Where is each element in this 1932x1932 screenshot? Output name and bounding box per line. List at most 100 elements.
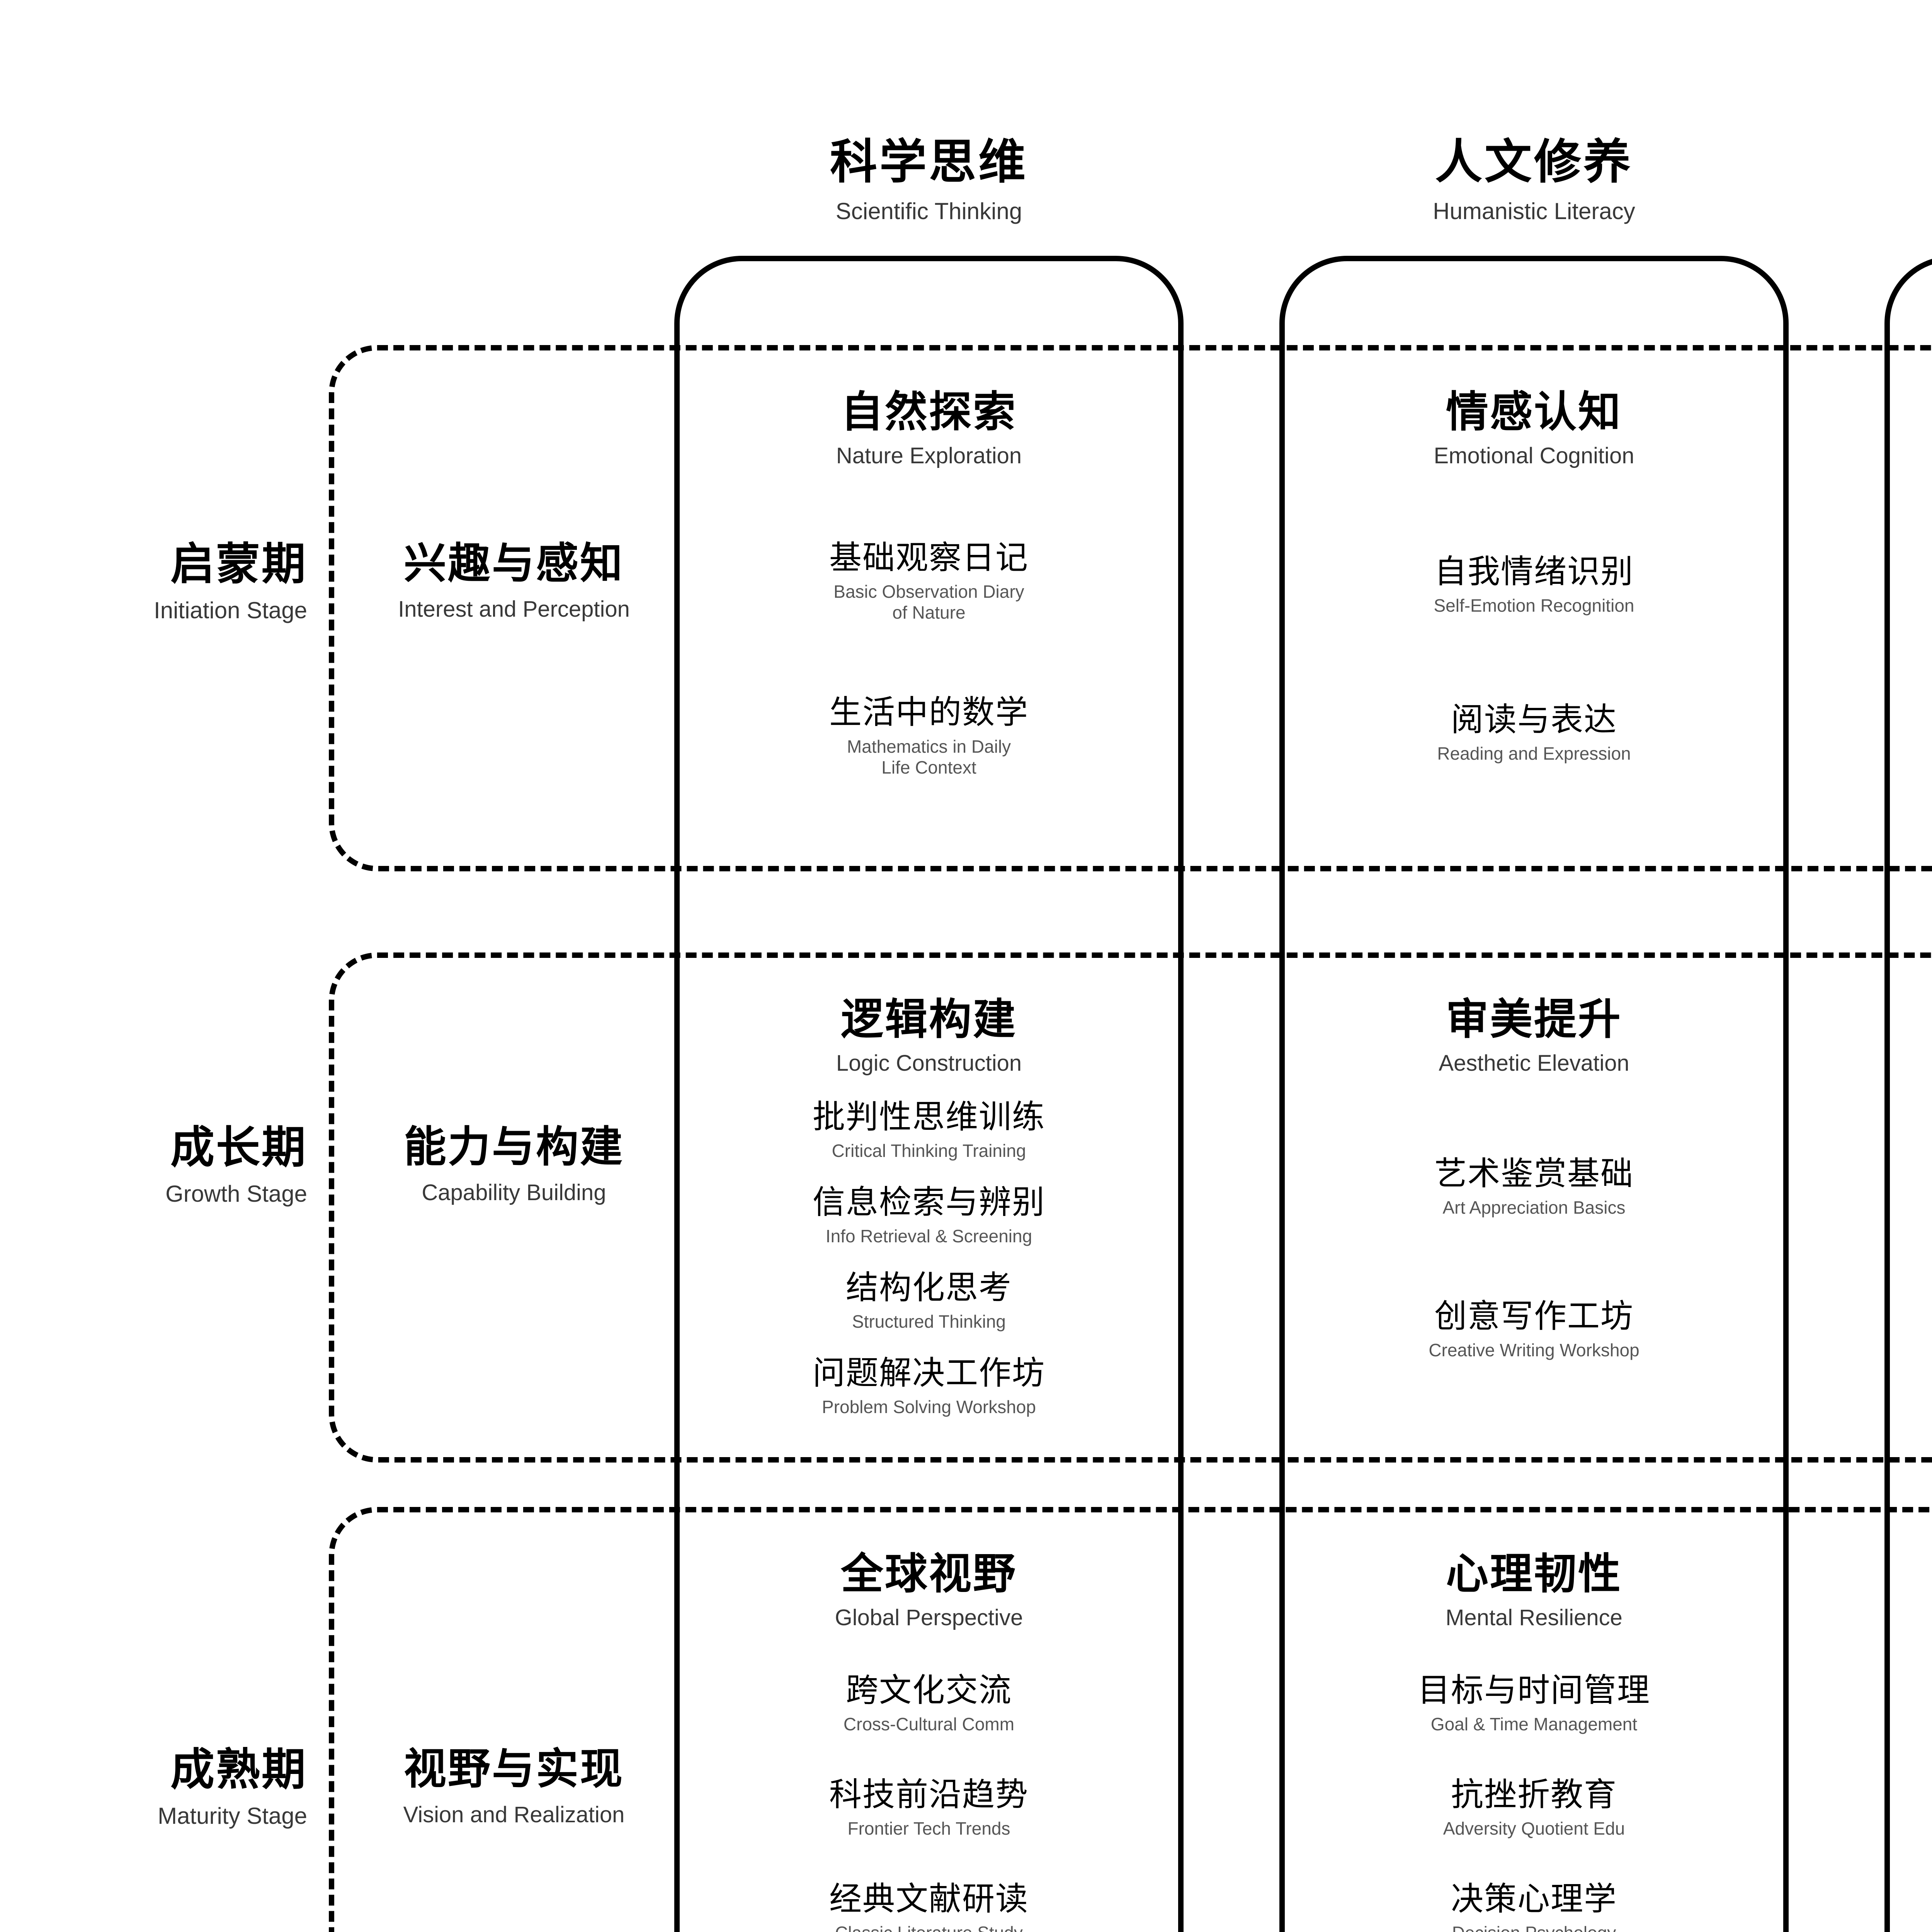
cell-item-list: 目标与时间管理 Goal & Time Management 抗挫折教育 Advers… — [1291, 1630, 1777, 1932]
item-en: Cross-Cultural Comm — [843, 1714, 1015, 1734]
cell-item-list: 自我情绪识别 Self-Emotion Recognition 阅读与表达 Readi… — [1291, 468, 1777, 849]
item-zh: 批判性思维训练 — [812, 1098, 1045, 1135]
item-en: Creative Writing Workshop — [1429, 1340, 1639, 1360]
cell-title-en: Logic Construction — [836, 1051, 1022, 1076]
item-en: Self-Emotion Recognition — [1434, 595, 1634, 616]
item-zh: 跨文化交流 — [845, 1672, 1012, 1708]
item-zh: 问题解决工作坊 — [812, 1354, 1045, 1391]
column-header-scientific-thinking: 科学思维 Scientific Thinking — [674, 136, 1184, 224]
column-header-social-responsibility: 社会责任Social Responsibility — [1884, 136, 1932, 224]
stage-label-zh: 成熟期 — [170, 1745, 307, 1794]
cell-social-responsibility-growth: 团队实践Team Practice演讲与辩论Speech and Debate校… — [1896, 996, 1932, 1440]
cell-title: 逻辑构建 Logic Construction — [836, 996, 1022, 1076]
cell-title-zh: 全球视野 — [841, 1550, 1017, 1598]
item-zh: 阅读与表达 — [1451, 701, 1617, 738]
cell-item-list: 艺术鉴赏基础 Art Appreciation Basics 创意写作工坊 Creat… — [1291, 1076, 1777, 1440]
item-zh: 信息检索与辨别 — [812, 1184, 1045, 1220]
cell-item: 艺术鉴赏基础 Art Appreciation Basics — [1434, 1155, 1634, 1218]
cell-item-list: 批判性思维训练 Critical Thinking Training 信息检索与辨别… — [686, 1076, 1172, 1440]
cell-title-zh: 审美提升 — [1446, 996, 1622, 1043]
item-zh: 抗挫折教育 — [1451, 1776, 1617, 1813]
cell-title-en: Aesthetic Elevation — [1439, 1051, 1629, 1076]
cell-humanistic-literacy-growth: 审美提升 Aesthetic Elevation 艺术鉴赏基础 Art Appreci… — [1291, 996, 1777, 1440]
item-zh: 目标与时间管理 — [1417, 1672, 1650, 1708]
row-band-maturity — [329, 1507, 1932, 1932]
column-header-en: Humanistic Literacy — [1433, 198, 1635, 224]
cell-item: 经典文献研读 Classic Literature Study — [829, 1881, 1029, 1932]
column-header-en: Scientific Thinking — [835, 198, 1022, 224]
cell-item: 阅读与表达 Reading and Expression — [1437, 701, 1631, 764]
item-en: Reading and Expression — [1437, 743, 1631, 764]
cell-item-list: 礼仪与规范Etiquette and Norms什么是分享与合作What is … — [1896, 468, 1932, 849]
item-zh: 生活中的数学 — [829, 694, 1029, 731]
item-en: Critical Thinking Training — [832, 1140, 1026, 1161]
item-en: Structured Thinking — [852, 1311, 1006, 1332]
item-en: Classic Literature Study — [829, 1922, 1029, 1932]
column-header-en: Social Responsibility — [1884, 199, 1932, 224]
cell-item: 科技前沿趋势 Frontier Tech Trends — [829, 1776, 1029, 1839]
item-en: Decision Psychology — [1451, 1922, 1617, 1932]
cell-item: 基础观察日记 Basic Observation Diary of Nature — [829, 539, 1029, 623]
item-zh: 自我情绪识别 — [1434, 553, 1634, 590]
item-zh: 基础观察日记 — [829, 539, 1029, 576]
row-band-initiation — [329, 345, 1932, 871]
theme-label-en: Interest and Perception — [398, 597, 630, 622]
theme-label-zh: 兴趣与感知 — [404, 540, 624, 587]
item-zh: 艺术鉴赏基础 — [1434, 1155, 1634, 1192]
cell-item-list: 社会创新方案Social Innovation PlanPBL项目式学习Proj… — [1896, 1630, 1932, 1932]
item-en: Frontier Tech Trends — [847, 1818, 1010, 1838]
cell-item: 生活中的数学 Mathematics in Daily Life Context — [829, 694, 1029, 778]
cell-social-responsibility-maturity: 综合创变Integrative Innovation社会创新方案Social I… — [1896, 1550, 1932, 1932]
stage-label-zh: 启蒙期 — [170, 540, 307, 589]
item-en: Problem Solving Workshop — [822, 1396, 1036, 1417]
cell-item-list: 基础观察日记 Basic Observation Diary of Nature 生… — [686, 468, 1172, 849]
item-en: Art Appreciation Basics — [1442, 1197, 1626, 1218]
cell-scientific-thinking-growth: 逻辑构建 Logic Construction 批判性思维训练 Critical Th… — [686, 996, 1172, 1440]
cell-title-zh: 心理韧性 — [1446, 1550, 1622, 1598]
pillar-humanistic-literacy — [1279, 256, 1789, 1932]
cell-item: 批判性思维训练 Critical Thinking Training — [813, 1099, 1045, 1161]
pillar-scientific-thinking — [674, 256, 1184, 1932]
item-zh: 科技前沿趋势 — [829, 1776, 1029, 1813]
item-zh: 结构化思考 — [845, 1269, 1012, 1306]
item-zh: 创意写作工坊 — [1434, 1298, 1634, 1334]
cell-item: 目标与时间管理 Goal & Time Management — [1418, 1672, 1650, 1735]
cell-item: 自我情绪识别 Self-Emotion Recognition — [1434, 553, 1634, 616]
cell-item: 创意写作工坊 Creative Writing Workshop — [1429, 1298, 1639, 1361]
cell-title-zh: 逻辑构建 — [841, 996, 1017, 1043]
item-zh: 决策心理学 — [1451, 1880, 1617, 1917]
cell-item: 抗挫折教育 Adversity Quotient Edu — [1443, 1776, 1625, 1839]
row-band-growth — [329, 952, 1932, 1463]
theme-label-en: Vision and Realization — [403, 1802, 625, 1827]
cell-item: 决策心理学 Decision Psychology — [1451, 1881, 1617, 1932]
item-en: Goal & Time Management — [1430, 1714, 1638, 1734]
stage-label-growth: 成长期 Growth Stage — [0, 1124, 307, 1207]
stage-label-maturity: 成熟期 Maturity Stage — [0, 1746, 307, 1829]
cell-item: 结构化思考 Structured Thinking — [846, 1269, 1012, 1332]
theme-label-en: Capability Building — [422, 1180, 606, 1205]
column-header-zh: 科学思维 — [830, 136, 1028, 188]
stage-label-en: Initiation Stage — [154, 597, 307, 624]
stage-label-en: Maturity Stage — [158, 1803, 307, 1829]
cell-item: 跨文化交流 Cross-Cultural Comm — [844, 1672, 1014, 1735]
cell-title-zh: 自然探索 — [841, 388, 1017, 436]
item-en: Adversity Quotient Edu — [1443, 1818, 1625, 1838]
item-en: Mathematics in Daily Life Context — [847, 736, 1011, 777]
theme-label-zh: 视野与实现 — [404, 1745, 624, 1793]
stage-label-en: Growth Stage — [165, 1181, 307, 1207]
item-en: Basic Observation Diary of Nature — [833, 581, 1024, 623]
cell-title-zh: 情感认知 — [1446, 388, 1622, 436]
cell-social-responsibility-initiation: 规则意识Rule Awareness礼仪与规范Etiquette and Nor… — [1896, 388, 1932, 849]
cell-item: 问题解决工作坊 Problem Solving Workshop — [813, 1355, 1045, 1417]
item-zh: 经典文献研读 — [829, 1880, 1029, 1917]
stage-label-zh: 成长期 — [170, 1123, 307, 1172]
